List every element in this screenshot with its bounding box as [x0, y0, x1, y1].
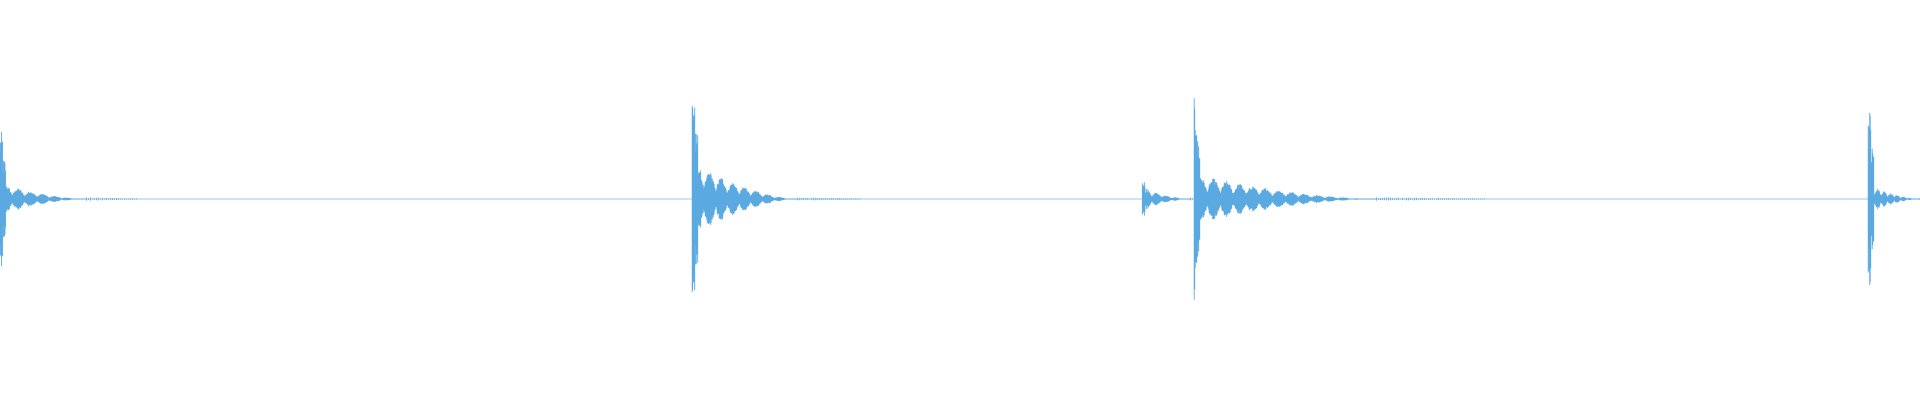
waveform-tail-hit-2	[797, 197, 861, 201]
waveform-tail-hit-1	[86, 197, 137, 201]
waveform-event-hit-3	[1193, 98, 1377, 300]
waveform-tail-hit-3	[1376, 197, 1485, 201]
waveform-event-hit-3-pre	[1141, 182, 1191, 216]
waveform-event-hit-2	[691, 105, 799, 293]
waveform-event-hit-1	[0, 131, 87, 267]
waveform-event-hit-4	[1867, 112, 1920, 286]
waveform-events	[0, 98, 1920, 300]
